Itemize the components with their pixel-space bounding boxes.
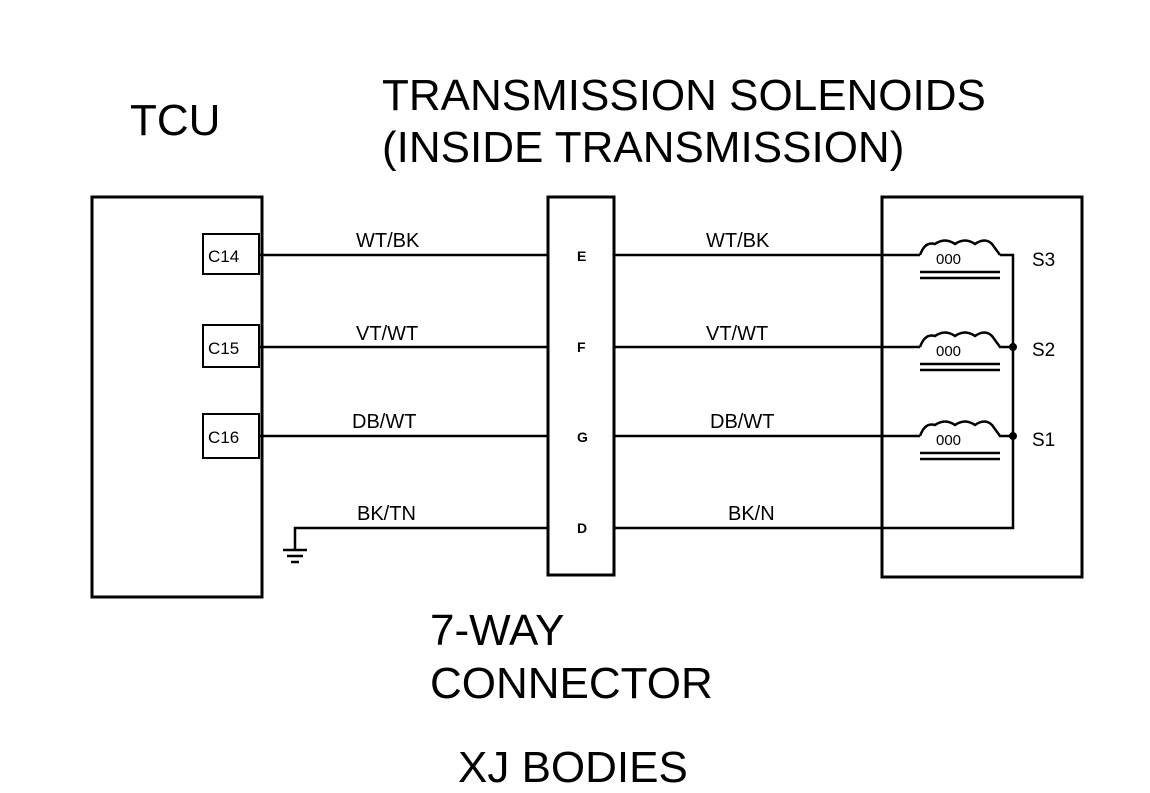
connector-pin-label: D — [577, 520, 587, 536]
svg-text:000: 000 — [936, 251, 961, 268]
seven-way-connector-box — [546, 195, 616, 577]
solenoid-label: S3 — [1032, 250, 1055, 271]
solenoid-s1-coil-icon: 000 — [918, 420, 1017, 461]
connector-pin-label: E — [577, 248, 586, 264]
svg-text:000: 000 — [936, 343, 961, 360]
wire-color-label: WT/BK — [706, 230, 770, 252]
solenoid-s3-coil-icon: 000 — [918, 239, 1002, 280]
solenoid-s2-coil-icon: 000 — [918, 331, 1017, 372]
wire-color-label: BK/TN — [357, 503, 416, 525]
wire-color-label: DB/WT — [710, 411, 774, 433]
junction-dot — [1009, 432, 1017, 440]
junction-dot — [1009, 343, 1017, 351]
wire-color-label: DB/WT — [352, 411, 416, 433]
wire-color-label: WT/BK — [356, 230, 420, 252]
wire-color-label: BK/N — [728, 503, 775, 525]
tcu-pin-c16: C16 — [202, 413, 260, 459]
ground-icon — [283, 548, 307, 564]
tcu-pin-c15: C15 — [202, 324, 260, 368]
wire-right-ground — [614, 253, 1015, 530]
connector-pin-label: F — [577, 339, 586, 355]
transmission-solenoids-box — [880, 195, 1084, 579]
solenoids-title-line1: TRANSMISSION SOLENOIDS — [382, 71, 986, 120]
connector-pin-label: G — [577, 429, 588, 445]
solenoid-label: S1 — [1032, 430, 1055, 451]
solenoid-label: S2 — [1032, 340, 1055, 361]
tcu-pin-label: C14 — [208, 247, 239, 266]
connector-title-line1: 7-WAY — [430, 606, 564, 655]
tcu-pin-c14: C14 — [202, 233, 260, 275]
svg-text:000: 000 — [936, 432, 961, 449]
tcu-module-box — [90, 195, 264, 599]
tcu-pin-label: C15 — [208, 339, 239, 358]
solenoids-title-line2: (INSIDE TRANSMISSION) — [382, 123, 904, 172]
bodies-caption: XJ BODIES — [458, 743, 688, 792]
wire-color-label: VT/WT — [356, 323, 418, 345]
tcu-title: TCU — [130, 96, 220, 145]
wire-left-ground — [293, 526, 548, 550]
connector-title-line2: CONNECTOR — [430, 659, 713, 708]
wire-color-label: VT/WT — [706, 323, 768, 345]
tcu-pin-label: C16 — [208, 428, 239, 447]
